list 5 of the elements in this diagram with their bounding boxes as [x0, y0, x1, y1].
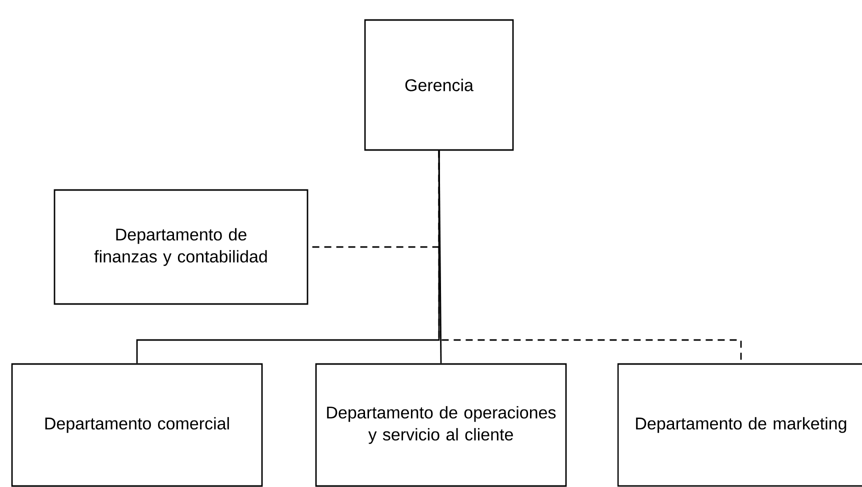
- department-box: Gerencia: [364, 19, 514, 151]
- department-box: Departamento comercial: [11, 363, 263, 487]
- department-box: Departamento de operaciones y servicio al cliente: [315, 363, 567, 487]
- department-box: Departamento de finanzas y contabilidad: [54, 189, 308, 305]
- department-box: Departamento de marketing: [617, 363, 862, 487]
